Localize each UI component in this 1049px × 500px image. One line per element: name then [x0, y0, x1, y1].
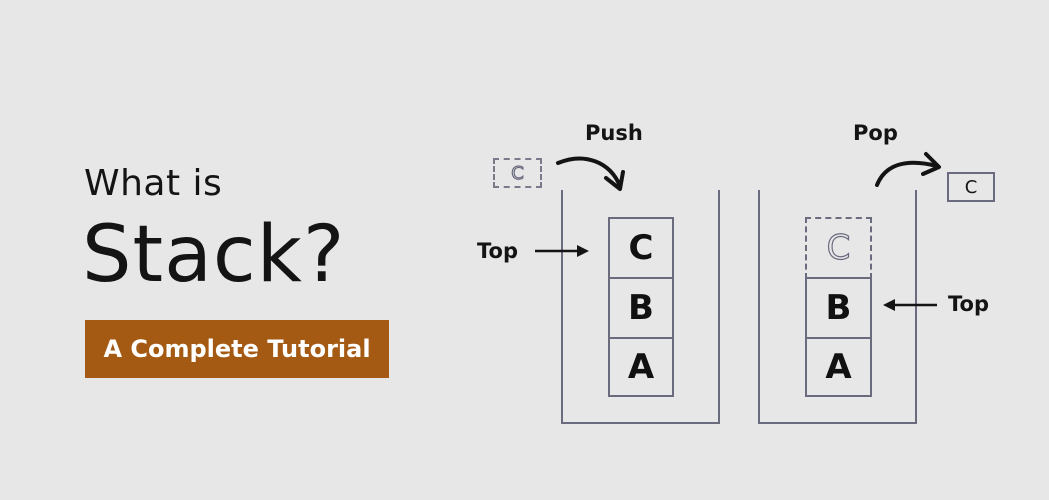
outgoing-element-letter: C [964, 176, 978, 198]
push-stack-item-top: C [608, 217, 674, 279]
title-what-is: What is [84, 163, 223, 204]
incoming-element-box: C [493, 158, 542, 188]
push-curve-arrow-icon [556, 156, 625, 191]
pop-stack-item-label: B [825, 288, 852, 328]
subtitle-badge: A Complete Tutorial [85, 320, 389, 378]
push-stack-item-bottom: A [608, 337, 674, 397]
incoming-element-letter: C [511, 162, 525, 184]
push-label: Push [585, 121, 643, 145]
pop-stack-item-bottom: A [805, 337, 872, 397]
pop-removed-letter: C [826, 227, 851, 268]
push-stack-item-label: A [627, 347, 655, 387]
pop-stack-item-top: B [805, 277, 872, 339]
outgoing-element-box: C [947, 172, 995, 202]
pop-stack-item-label: A [825, 347, 852, 387]
pop-curve-arrow-icon [875, 152, 941, 187]
title-stack: Stack? [82, 210, 346, 300]
pop-removed-slot: C [805, 217, 872, 279]
pop-label: Pop [853, 121, 898, 145]
push-top-label: Top [477, 239, 518, 263]
push-stack-container [561, 190, 720, 424]
subtitle-text: A Complete Tutorial [103, 335, 371, 363]
push-stack-item: B [608, 277, 674, 339]
push-stack-item-label: B [628, 288, 654, 328]
pop-top-label: Top [948, 292, 989, 316]
push-stack-item-label: C [628, 228, 654, 268]
pop-stack-container [758, 190, 917, 424]
